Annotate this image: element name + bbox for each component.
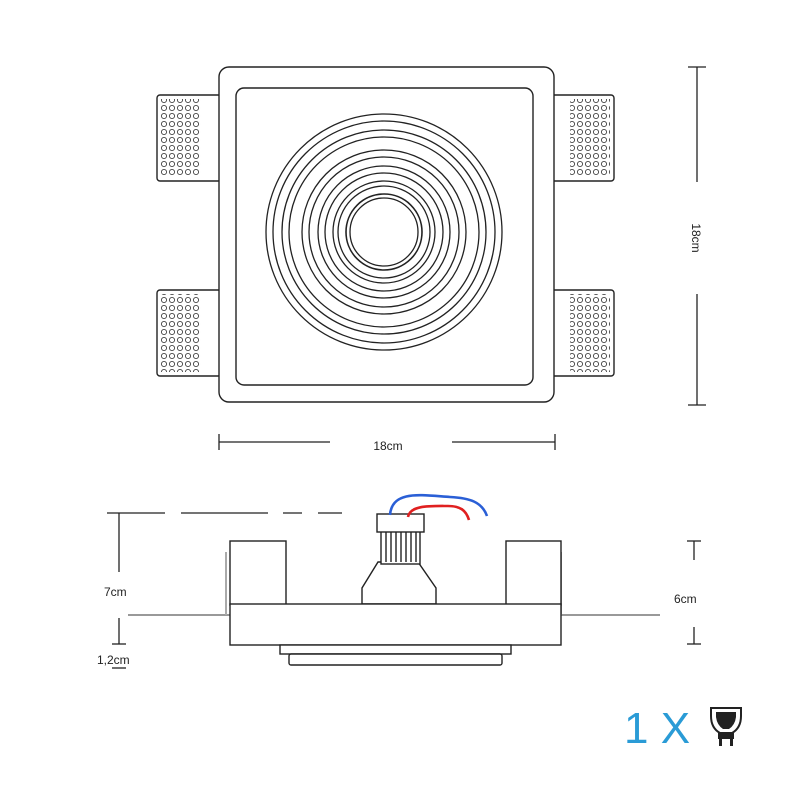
mounting-tab-bottom-left [156, 289, 222, 377]
lens-flange [279, 644, 512, 655]
housing-body [229, 603, 562, 646]
body-height-dimension [687, 540, 701, 645]
gu10-bulb-icon [710, 707, 742, 746]
body-height-label: 6cm [674, 592, 697, 606]
inner-plate [235, 87, 534, 386]
bulb-count-label: 1 X [624, 704, 690, 753]
top-width-dimension [218, 434, 556, 450]
flange-height-label: 1,2cm [97, 653, 130, 667]
mounting-tab-bottom-right [547, 289, 615, 377]
top-height-dimension [688, 66, 706, 406]
total-height-label: 7cm [104, 585, 127, 599]
supply-wires [388, 493, 489, 521]
top-height-label: 18cm [689, 223, 703, 252]
outer-plate [218, 66, 555, 403]
side-clamp-left [229, 540, 287, 606]
lamp-holder [361, 561, 437, 605]
gu10-socket [376, 513, 425, 565]
red-wire [406, 504, 471, 521]
concentric-rings [265, 113, 503, 351]
total-height-dimension [107, 512, 342, 572]
mounting-tab-top-left [156, 94, 222, 182]
side-clamp-right [505, 540, 562, 606]
flange-height-dimension [112, 618, 126, 669]
blue-wire [388, 493, 489, 517]
mounting-tab-top-right [547, 94, 615, 182]
top-view [156, 66, 615, 403]
top-width-label: 18cm [373, 439, 402, 453]
lens-bottom [288, 653, 503, 666]
side-view [128, 513, 660, 666]
